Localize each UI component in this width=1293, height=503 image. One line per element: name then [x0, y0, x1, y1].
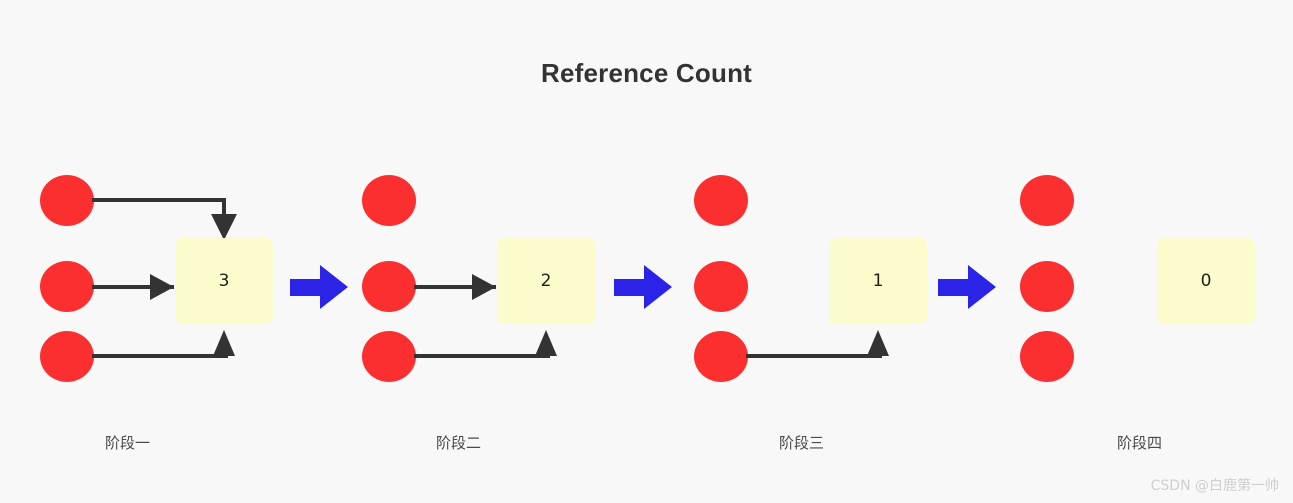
reference-count-value: 2: [540, 271, 552, 291]
arrow-right-icon: [290, 279, 324, 296]
node-bottom: [1020, 331, 1074, 382]
arrow-right-tip-icon: [320, 265, 348, 309]
reference-edge-middle-horizontal: [414, 285, 496, 289]
node-bottom: [40, 331, 94, 382]
reference-edge-bottom-horizontal: [746, 354, 882, 358]
node-top: [40, 175, 94, 226]
stage-label-4: 阶段四: [1117, 434, 1163, 452]
reference-count-value: 0: [1200, 271, 1212, 291]
reference-count-box: 0: [1157, 238, 1255, 324]
arrow-right-icon: [614, 279, 648, 296]
reference-edge-bottom-horizontal: [92, 354, 228, 358]
reference-edge-bottom-horizontal: [414, 354, 550, 358]
arrowhead-right-icon: [472, 274, 496, 300]
arrowhead-down-icon: [211, 214, 237, 240]
stage-group-3: 1: [684, 160, 974, 400]
page-title: Reference Count: [540, 58, 753, 88]
transition-3-to-4: [938, 265, 996, 309]
arrow-right-tip-icon: [968, 265, 996, 309]
stage-group-2: 2: [352, 160, 642, 400]
arrowhead-up-icon: [535, 330, 557, 356]
transition-2-to-3: [614, 265, 672, 309]
node-middle: [694, 261, 748, 312]
stage-group-1: 3: [30, 160, 320, 400]
reference-edge-top-vertical: [222, 198, 226, 222]
stage-group-4: 0: [1010, 160, 1290, 400]
node-top: [1020, 175, 1074, 226]
arrowhead-right-icon: [150, 274, 174, 300]
stage-label-1: 阶段一: [105, 434, 151, 452]
node-top: [362, 175, 416, 226]
stage-label-3: 阶段三: [779, 434, 825, 452]
reference-count-value: 1: [872, 271, 884, 291]
node-middle: [362, 261, 416, 312]
reference-count-value: 3: [218, 271, 230, 291]
node-top: [694, 175, 748, 226]
node-bottom: [694, 331, 748, 382]
reference-count-box: 1: [829, 238, 927, 324]
node-middle: [40, 261, 94, 312]
arrow-right-tip-icon: [644, 265, 672, 309]
arrow-right-icon: [938, 279, 972, 296]
reference-count-box: 2: [497, 238, 595, 324]
node-bottom: [362, 331, 416, 382]
arrowhead-up-icon: [867, 330, 889, 356]
watermark: CSDN @白鹿第一帅: [1150, 478, 1279, 494]
node-middle: [1020, 261, 1074, 312]
transition-1-to-2: [290, 265, 348, 309]
reference-count-box: 3: [175, 238, 273, 324]
reference-edge-top-horizontal: [92, 198, 226, 202]
arrowhead-up-icon: [213, 330, 235, 356]
reference-edge-middle-horizontal: [92, 285, 174, 289]
stage-label-2: 阶段二: [436, 434, 482, 452]
